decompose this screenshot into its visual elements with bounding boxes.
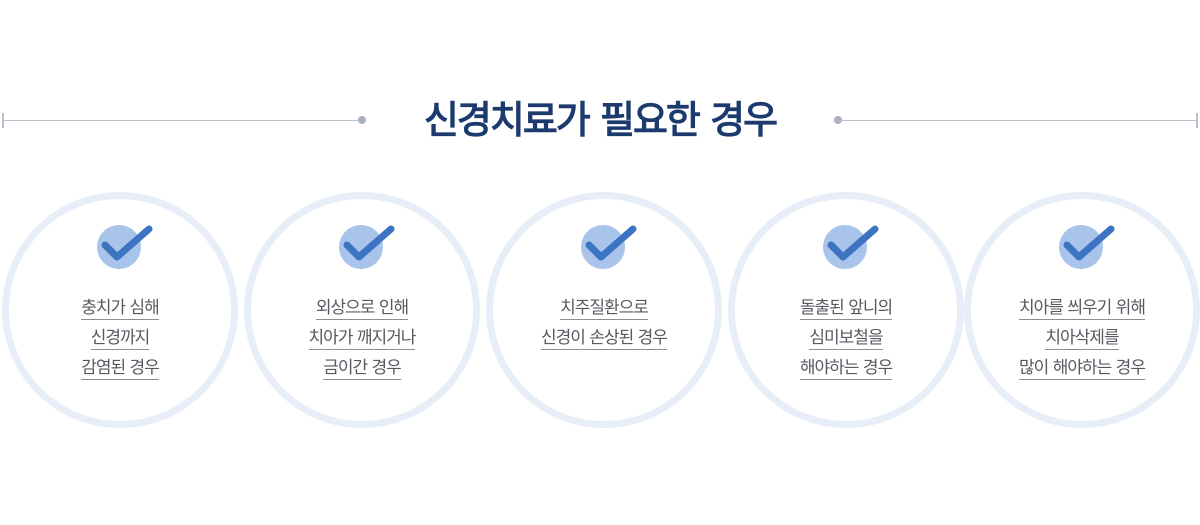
heading-left-line: [2, 120, 362, 121]
check-circle-icon: [339, 225, 395, 269]
check-circle-icon: [823, 225, 879, 269]
case-line: 금이간 경우: [323, 358, 402, 380]
case-line: 신경까지: [90, 328, 150, 350]
case-line: 외상으로 인해: [315, 298, 409, 320]
case-text: 충치가 심해 신경까지 감염된 경우: [29, 293, 211, 383]
page-title: 신경치료가 필요한 경우: [423, 98, 778, 142]
case-text: 돌출된 앞니의 심미보철을 해야하는 경우: [755, 293, 937, 383]
case-text: 외상으로 인해 치아가 깨지거나 금이간 경우: [271, 293, 453, 383]
case-line: 감염된 경우: [81, 358, 160, 380]
heading-right-line: [838, 120, 1198, 121]
case-text: 치주질환으로 신경이 손상된 경우: [513, 293, 695, 353]
case-card: 치아를 씌우기 위해 치아삭제를 많이 해야하는 경우: [964, 192, 1200, 428]
case-card: 외상으로 인해 치아가 깨지거나 금이간 경우: [244, 192, 480, 428]
case-line: 치주질환으로: [560, 298, 649, 320]
case-line: 충치가 심해: [81, 298, 160, 320]
case-line: 치아를 씌우기 위해: [1019, 298, 1146, 320]
check-circle-icon: [581, 225, 637, 269]
case-card: 충치가 심해 신경까지 감염된 경우: [2, 192, 238, 428]
case-line: 치아가 깨지거나: [308, 328, 416, 350]
case-line: 해야하는 경우: [799, 358, 893, 380]
case-list: 충치가 심해 신경까지 감염된 경우 외상으로 인해 치아가 깨지거나 금이간 …: [0, 192, 1200, 432]
case-line: 돌출된 앞니의: [799, 298, 893, 320]
heading-right-cap: [1196, 113, 1198, 128]
check-circle-icon: [1059, 225, 1115, 269]
case-line: 치아삭제를: [1045, 328, 1120, 350]
case-line: 신경이 손상된 경우: [541, 328, 668, 350]
case-card: 치주질환으로 신경이 손상된 경우: [486, 192, 722, 428]
case-text: 치아를 씌우기 위해 치아삭제를 많이 해야하는 경우: [991, 293, 1173, 383]
heading-left-cap: [2, 113, 4, 128]
heading-left-dot: [358, 116, 366, 124]
case-line: 심미보철을: [809, 328, 884, 350]
case-line: 많이 해야하는 경우: [1019, 358, 1146, 380]
section-heading: 신경치료가 필요한 경우: [0, 88, 1200, 154]
check-circle-icon: [97, 225, 153, 269]
case-card: 돌출된 앞니의 심미보철을 해야하는 경우: [728, 192, 964, 428]
